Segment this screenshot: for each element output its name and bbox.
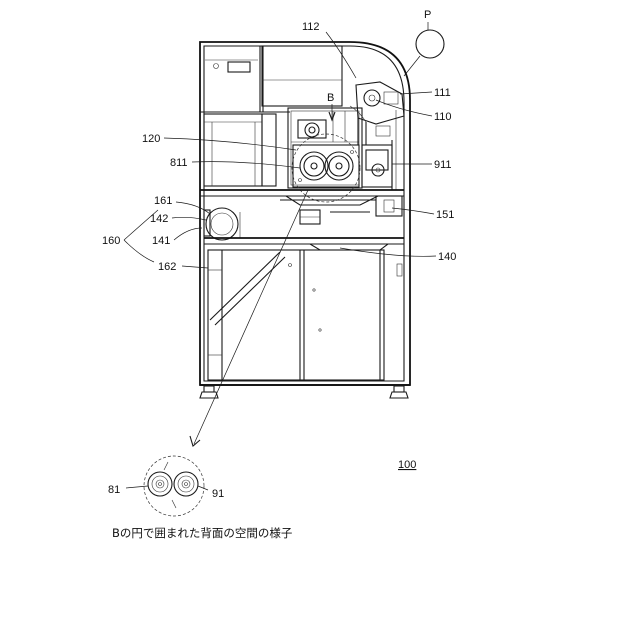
label-111: 111 xyxy=(434,87,451,99)
figure-caption: Bの円で囲まれた背面の空間の様子 xyxy=(112,526,292,540)
detail-view xyxy=(126,456,208,516)
label-160: 160 xyxy=(102,235,120,247)
label-81: 81 xyxy=(108,484,120,496)
leader-lines xyxy=(124,22,444,446)
label-142: 142 xyxy=(150,213,168,225)
label-811: 811 xyxy=(170,157,188,169)
label-110: 110 xyxy=(434,111,452,123)
label-141: 141 xyxy=(152,235,170,247)
machine-body xyxy=(200,42,410,398)
label-120: 120 xyxy=(142,133,160,145)
label-140: 140 xyxy=(438,251,456,263)
label-911: 911 xyxy=(434,159,452,171)
label-b: B xyxy=(327,92,334,104)
label-100: 100 xyxy=(398,459,416,471)
label-151: 151 xyxy=(436,209,454,221)
label-p: P xyxy=(424,9,431,21)
label-91: 91 xyxy=(212,488,224,500)
label-162: 162 xyxy=(158,261,176,273)
label-112: 112 xyxy=(302,21,320,33)
label-161: 161 xyxy=(154,195,172,207)
